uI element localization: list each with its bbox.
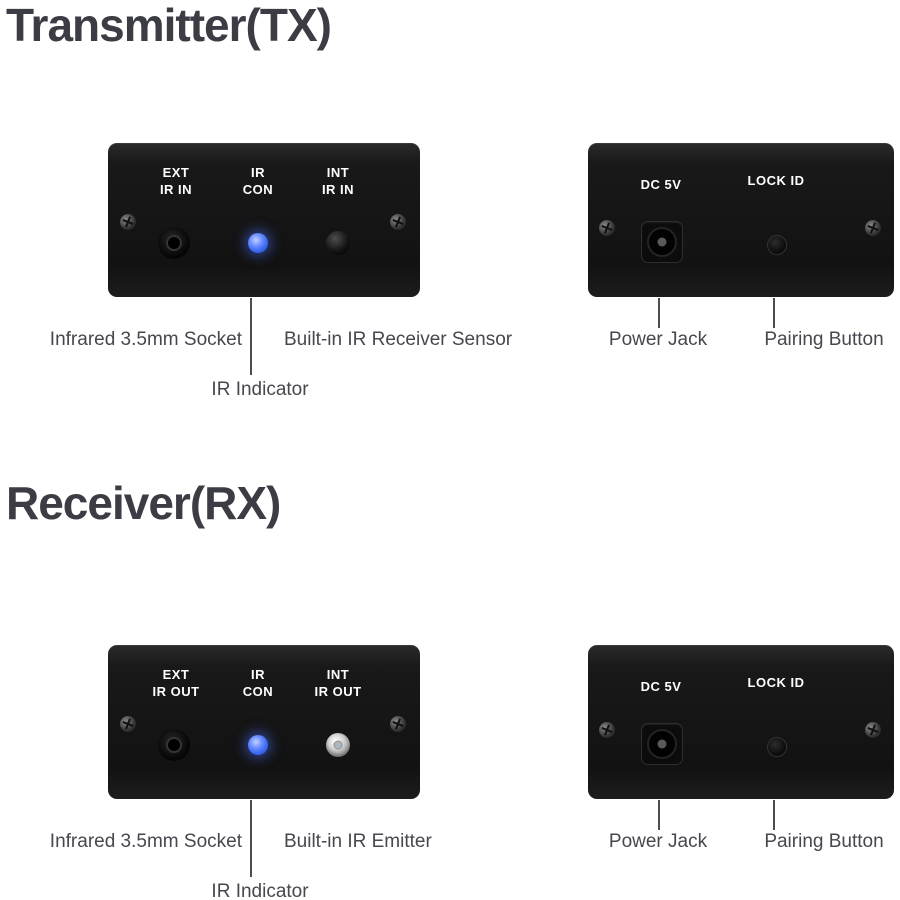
screw-icon [390,214,406,230]
callout-line [658,800,660,830]
transmitter-title: Transmitter(TX) [6,0,332,51]
callout-line [773,800,775,830]
callout-line [250,800,252,877]
screw-icon [390,716,406,732]
power-jack-icon [641,221,683,263]
screw-icon [865,220,881,236]
rx-front-panel: EXT IR OUT IR CON INT IR OUT [108,645,420,799]
tx-dc5v-label: DC 5V [640,177,682,192]
screw-icon [120,716,136,732]
pairing-button-icon [767,737,787,757]
rx-lock-id-label: LOCK ID [747,675,805,690]
rx-ext-ir-out-label: EXT IR OUT [152,667,200,699]
callout-emitter-label: Built-in IR Emitter [284,831,432,852]
ir-indicator-led-icon [248,735,268,755]
callout-power-label: Power Jack [608,329,708,350]
ir-socket-icon [158,227,190,259]
tx-front-panel: EXT IR IN IR CON INT IR IN [108,143,420,297]
screw-icon [120,214,136,230]
ir-receiver-sensor-icon [326,231,350,255]
power-jack-icon [641,723,683,765]
screw-icon [599,220,615,236]
callout-line [658,298,660,328]
callout-pairing-label: Pairing Button [764,831,884,852]
callout-indicator-label: IR Indicator [211,881,309,900]
tx-lock-id-label: LOCK ID [747,173,805,188]
tx-back-panel: DC 5V LOCK ID [588,143,894,297]
screw-icon [599,722,615,738]
callout-sensor-label: Built-in IR Receiver Sensor [284,329,513,350]
transmitter-section: Transmitter(TX) EXT IR IN IR CON INT IR … [0,0,900,424]
callout-line [250,298,252,375]
rx-back-panel: DC 5V LOCK ID [588,645,894,799]
rx-int-ir-out-label: INT IR OUT [314,667,362,699]
callout-socket-label: Infrared 3.5mm Socket [49,831,242,852]
callout-pairing-label: Pairing Button [764,329,884,350]
ir-indicator-led-icon [248,233,268,253]
receiver-title: Receiver(RX) [6,477,281,529]
rx-ir-con-label: IR CON [242,667,274,699]
tx-int-ir-in-label: INT IR IN [321,165,355,197]
tx-ir-con-label: IR CON [242,165,274,197]
receiver-section: Receiver(RX) EXT IR OUT IR CON INT IR OU… [0,478,900,900]
ir-emitter-icon [326,733,350,757]
screw-icon [865,722,881,738]
rx-dc5v-label: DC 5V [640,679,682,694]
callout-line [773,298,775,328]
callout-indicator-label: IR Indicator [211,379,309,400]
tx-ext-ir-in-label: EXT IR IN [159,165,193,197]
pairing-button-icon [767,235,787,255]
callout-socket-label: Infrared 3.5mm Socket [49,329,242,350]
callout-power-label: Power Jack [608,831,708,852]
ir-socket-icon [158,729,190,761]
